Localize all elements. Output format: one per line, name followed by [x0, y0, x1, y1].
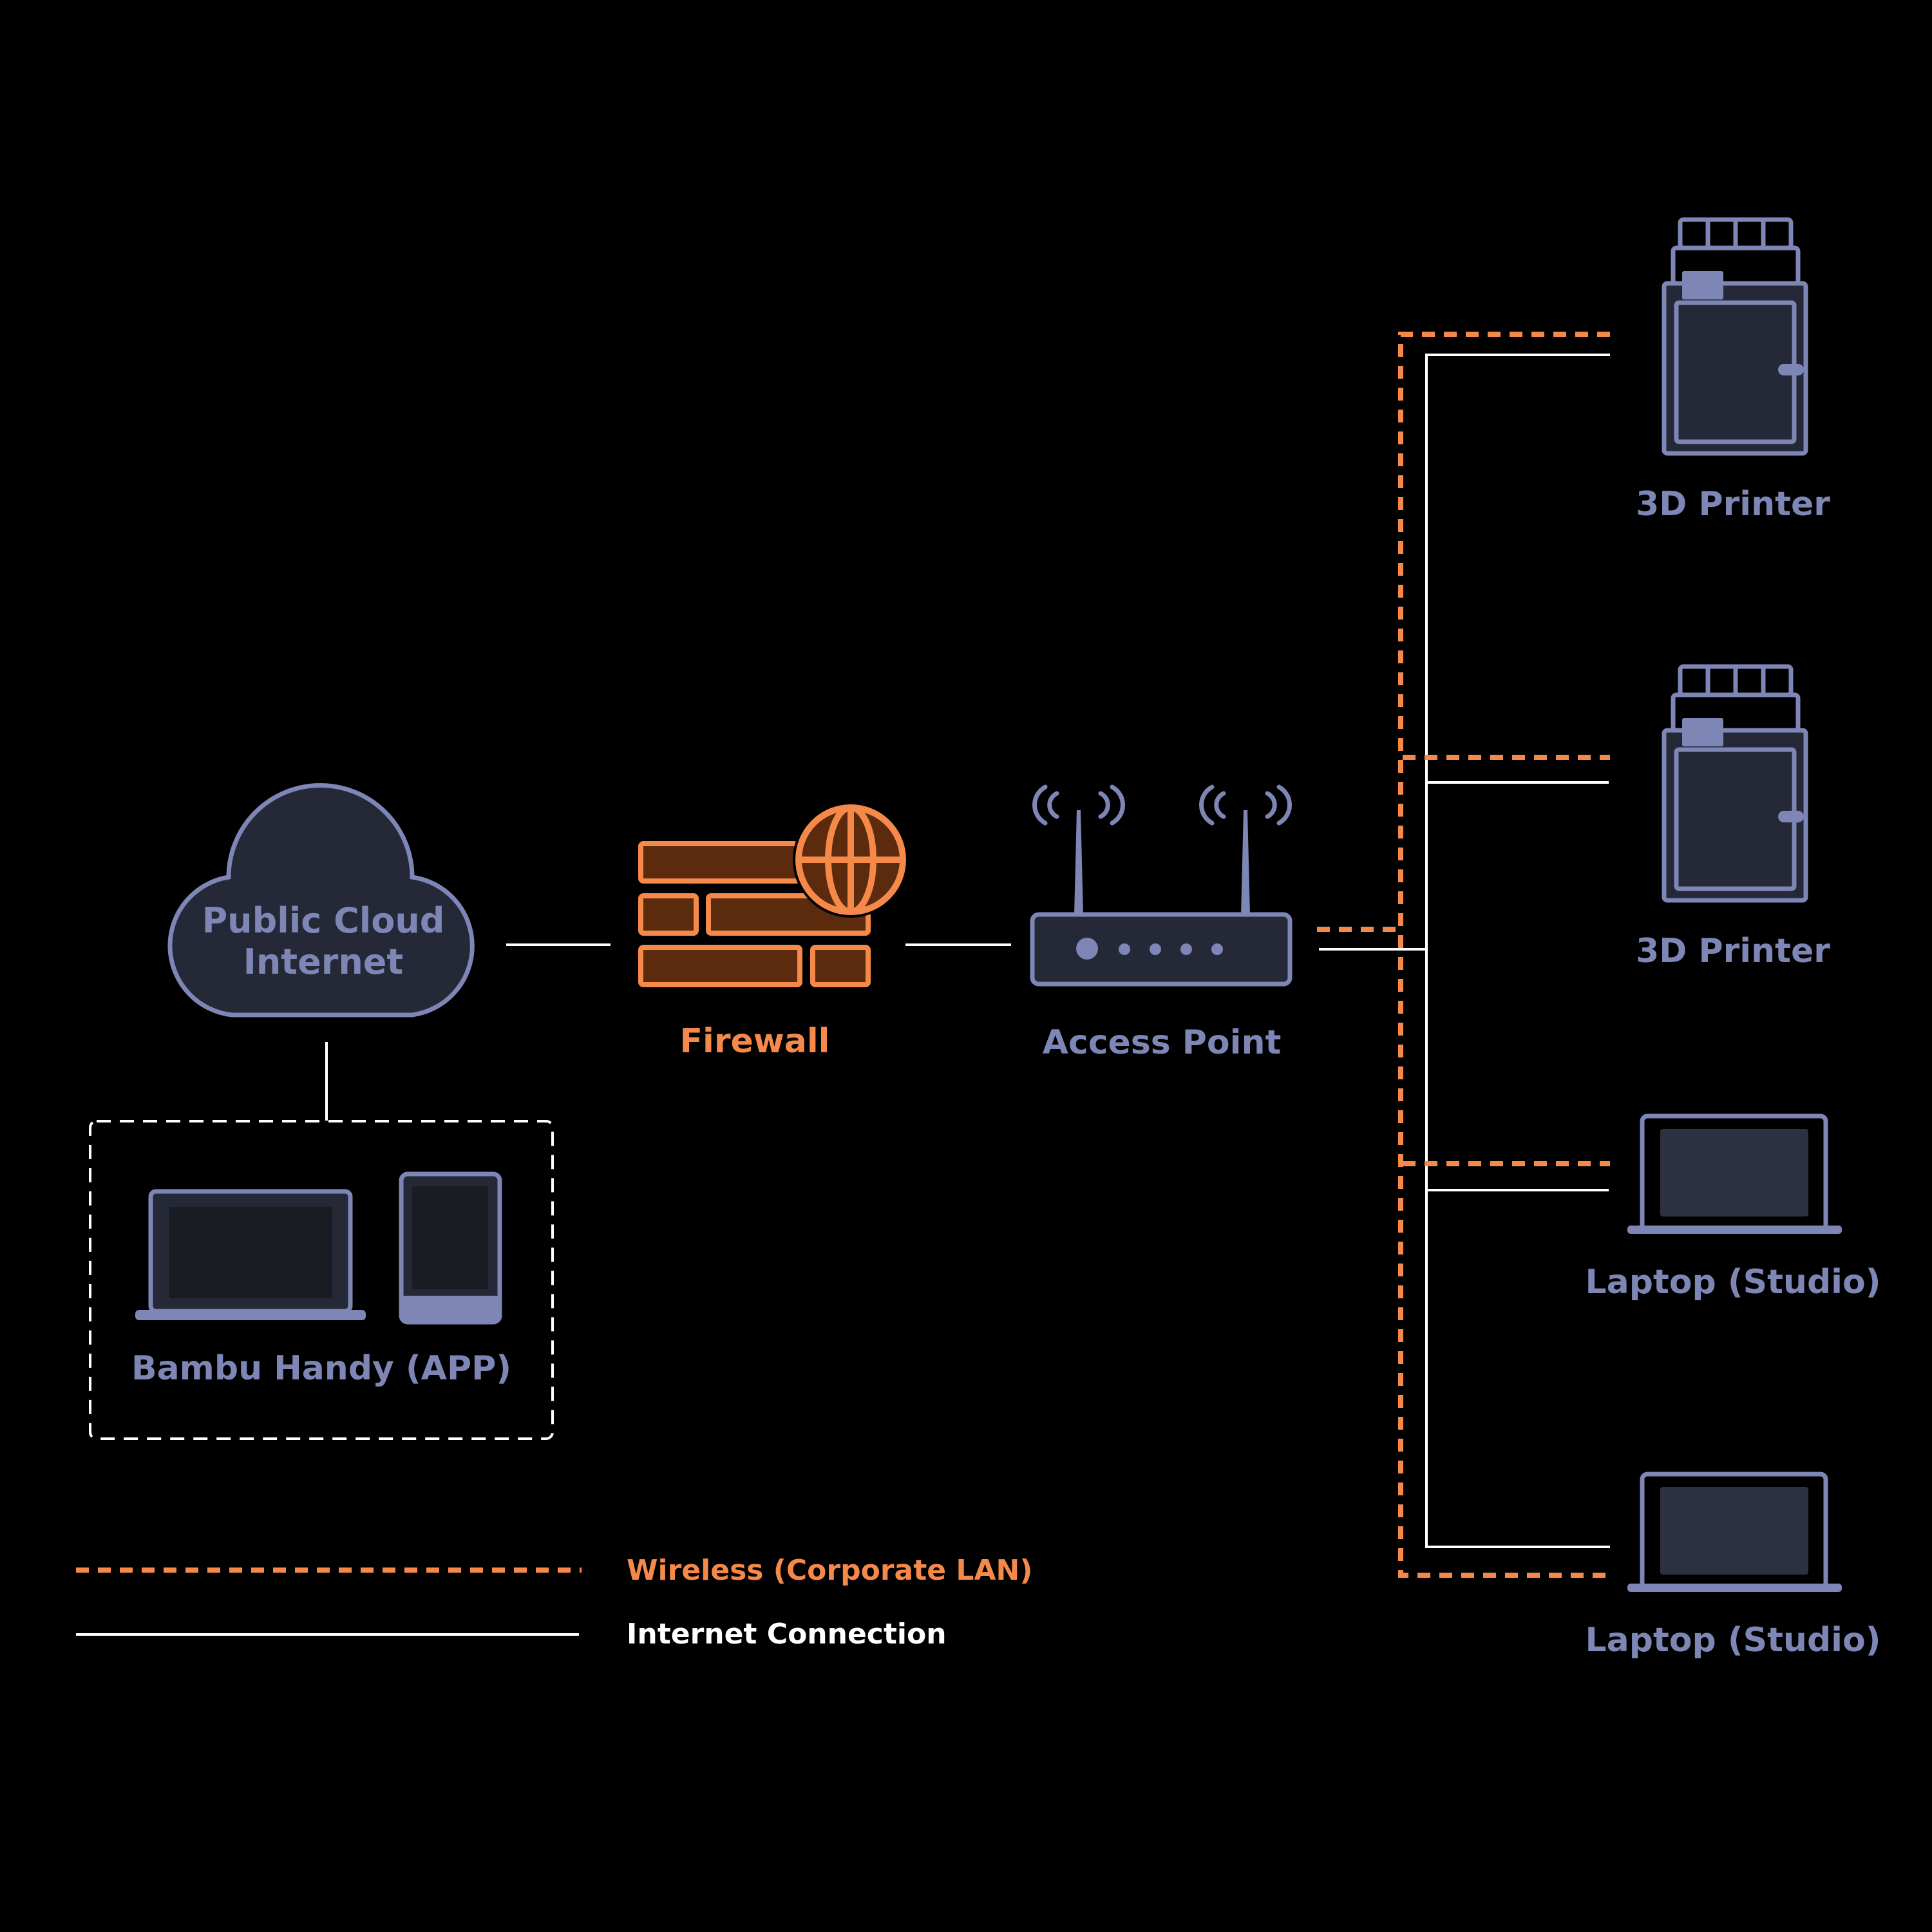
app-group-node: Bambu Handy (APP): [89, 1120, 554, 1440]
laptop-label: Laptop (Studio): [1586, 1263, 1881, 1302]
laptop-icon: [1627, 1113, 1842, 1234]
connection-lines: [325, 332, 1610, 1578]
router-icon: [1030, 784, 1293, 987]
printer-icon: [1662, 217, 1808, 456]
app-group-frame: [89, 1120, 554, 1440]
laptop-icon: [1627, 1472, 1842, 1592]
printer-node: 3D Printer: [1636, 664, 1830, 971]
cloud-label-line1: Public Cloud: [202, 900, 445, 941]
legend: Wireless (Corporate LAN) Internet Connec…: [76, 1554, 1032, 1651]
legend-internet-label: Internet Connection: [627, 1618, 947, 1651]
firewall-icon: [638, 841, 871, 987]
cloud-icon: [167, 783, 475, 1018]
laptop-label: Laptop (Studio): [1586, 1621, 1881, 1660]
printer-label: 3D Printer: [1636, 485, 1830, 524]
public-cloud-node: Public Cloud Internet: [167, 783, 475, 1018]
laptop-node: Laptop (Studio): [1586, 1472, 1881, 1660]
laptop-node: Laptop (Studio): [1586, 1113, 1881, 1302]
laptop-icon: [135, 1189, 366, 1320]
globe-icon: [793, 802, 909, 918]
access-point-node: Access Point: [1030, 784, 1293, 1062]
wireless-bus-line: [1398, 332, 1610, 1578]
printer-node: 3D Printer: [1636, 217, 1830, 524]
cloud-label-line2: Internet: [243, 942, 403, 982]
legend-wireless-label: Wireless (Corporate LAN): [627, 1554, 1032, 1587]
firewall-node: Firewall: [638, 802, 909, 1061]
access-point-label: Access Point: [1043, 1023, 1282, 1062]
phone-icon: [399, 1171, 502, 1325]
firewall-label: Firewall: [679, 1022, 829, 1061]
wired-bus-line: [1425, 354, 1610, 1548]
printer-icon: [1662, 664, 1808, 903]
wifi-signal-icon: [1032, 784, 1292, 826]
printer-label: 3D Printer: [1636, 932, 1830, 971]
app-group-label: Bambu Handy (APP): [131, 1349, 511, 1388]
